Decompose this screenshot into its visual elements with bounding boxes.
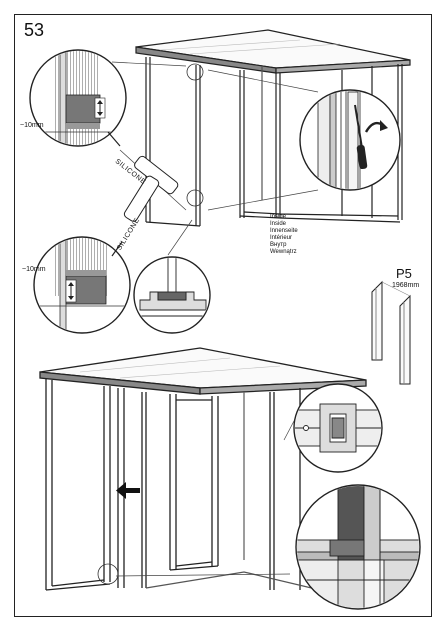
- rotate-arrow-icon: [364, 120, 388, 133]
- inside-label-ru: Внутр: [270, 242, 287, 248]
- part-code: P5: [396, 266, 412, 281]
- inside-label-pl: Wewnątrz: [270, 249, 297, 255]
- adjust-arrow-icon: [94, 97, 106, 119]
- inside-label-de: Innenseite: [270, 228, 298, 234]
- detail-circle-profile: [133, 256, 211, 334]
- gap-label-bottom: ~10mm: [22, 266, 46, 273]
- adjust-arrow-icon-lower: [65, 279, 77, 303]
- inside-label-en-2: Inside: [270, 221, 287, 227]
- p5-part-drawing: [371, 280, 411, 385]
- inside-label-en: Inside: [270, 214, 287, 220]
- detail-circle-corner: [295, 484, 421, 610]
- silicone-tube-bottom: [111, 175, 160, 257]
- page-border: [14, 14, 432, 617]
- detail-circle-top-view: [293, 383, 383, 473]
- detail-circle-screwdriver: [299, 89, 401, 191]
- detail-circle-top-left: [29, 49, 127, 147]
- inside-multilingual-label: Inside Inside Innenseite Intérieur Внутр…: [270, 214, 298, 256]
- detail-circle-bottom-left: [33, 236, 131, 334]
- upper-shed-frame: [135, 29, 411, 227]
- inside-label-fr: Intérieur: [270, 235, 293, 241]
- step-number: 53: [24, 20, 45, 40]
- gap-label-top: ~10mm: [20, 122, 44, 129]
- push-direction-arrow-icon: [116, 482, 140, 499]
- part-length: 1968mm: [392, 282, 420, 289]
- screwdriver-icon: [354, 104, 368, 170]
